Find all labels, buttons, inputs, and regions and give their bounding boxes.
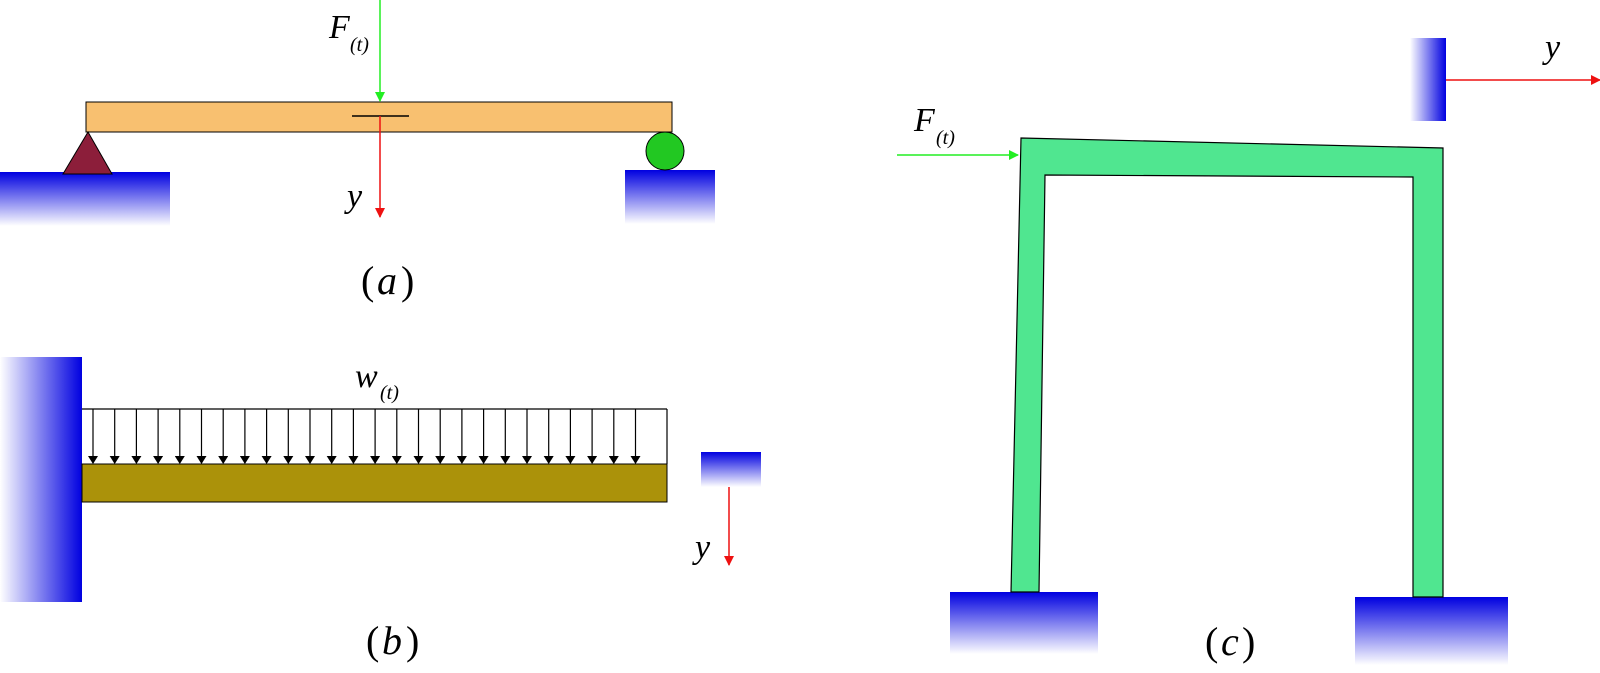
force-label-c: F xyxy=(913,102,936,139)
frame-c xyxy=(1010,137,1444,598)
roller-support-icon xyxy=(645,131,685,171)
load-label-b: w xyxy=(355,358,378,395)
caption-b-open: ( xyxy=(366,618,379,663)
caption-a-close: ) xyxy=(401,258,414,303)
caption-c-close: ) xyxy=(1242,619,1255,664)
beam-a xyxy=(85,101,673,133)
ground-block-left-c xyxy=(950,592,1098,654)
caption-c-open: ( xyxy=(1205,619,1218,664)
pin-support-icon xyxy=(62,131,113,175)
panel-c-portal-frame: F (t) y ( c ) xyxy=(897,29,1600,665)
force-label-a: F xyxy=(328,9,351,46)
fixed-wall-icon xyxy=(0,357,82,602)
axis-label-a: y xyxy=(344,178,363,215)
caption-b-letter: b xyxy=(382,618,402,663)
caption-a-letter: a xyxy=(377,258,397,303)
caption-c-letter: c xyxy=(1221,619,1239,664)
beam-b xyxy=(81,463,668,503)
ground-block-icon xyxy=(701,452,761,487)
panel-b-cantilever-beam: w (t) y ( b ) xyxy=(0,357,761,663)
ground-block-right-c xyxy=(1355,597,1508,665)
force-subscript-c: (t) xyxy=(936,127,955,149)
panel-a-simply-supported-beam: F (t) y ( a ) xyxy=(0,0,715,303)
reference-wall-icon xyxy=(1410,38,1446,121)
load-subscript-b: (t) xyxy=(380,382,399,404)
distributed-load-arrows xyxy=(88,409,641,464)
axis-label-c: y xyxy=(1542,29,1561,66)
axis-label-b: y xyxy=(692,529,711,566)
caption-b-close: ) xyxy=(406,618,419,663)
force-subscript-a: (t) xyxy=(350,34,369,56)
ground-block-right xyxy=(625,170,715,224)
caption-a-open: ( xyxy=(361,258,374,303)
ground-block-left xyxy=(0,172,170,226)
